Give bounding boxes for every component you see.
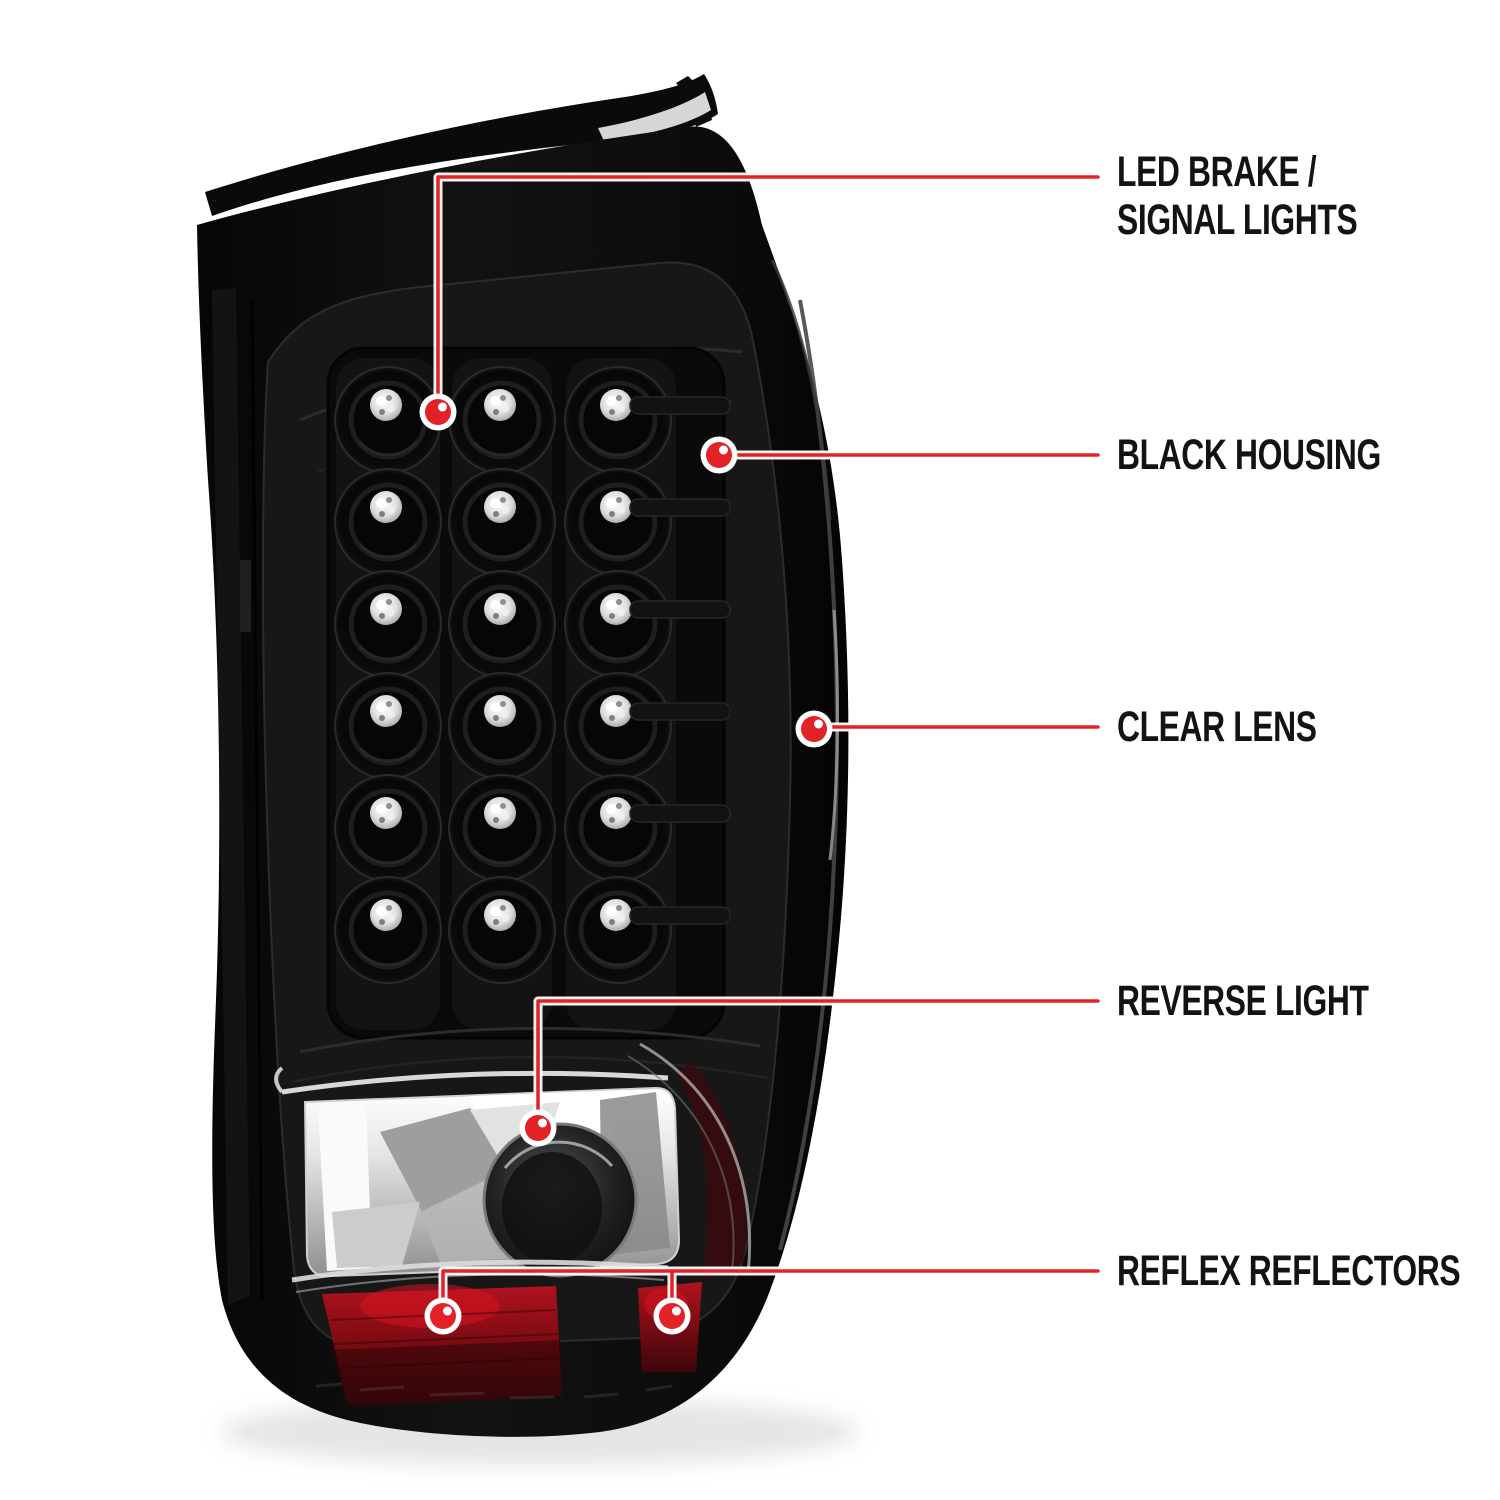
leader-led-brake bbox=[436, 175, 1100, 414]
side-marker-tint bbox=[627, 1042, 752, 1282]
led-grid bbox=[335, 367, 731, 983]
callout-label-reflex-reflectors: REFLEX REFLECTORS bbox=[1117, 1247, 1461, 1295]
callout-dot-reverse-light bbox=[519, 1109, 557, 1147]
led-stems bbox=[629, 396, 731, 925]
leader-reverse-light bbox=[536, 999, 1100, 1130]
led-bulb bbox=[565, 673, 671, 779]
callout-label-line: REVERSE LIGHT bbox=[1117, 977, 1369, 1025]
flange-highlight bbox=[598, 92, 711, 141]
callout-label-reverse-light: REVERSE LIGHT bbox=[1117, 977, 1369, 1025]
callout-label-line: BLACK HOUSING bbox=[1117, 431, 1381, 479]
led-bulb bbox=[449, 367, 555, 473]
bezel-embossed-marks bbox=[315, 1382, 673, 1400]
callout-dot-black-housing bbox=[700, 436, 738, 474]
led-bulb bbox=[335, 571, 441, 677]
callout-label-line: SIGNAL LIGHTS bbox=[1117, 196, 1358, 244]
led-bulb bbox=[335, 673, 441, 779]
callout-dot-led-brake bbox=[419, 393, 457, 431]
led-bulb bbox=[565, 367, 671, 473]
led-bulb bbox=[449, 571, 555, 677]
callout-leaders bbox=[419, 172, 1103, 1335]
callout-dots bbox=[419, 393, 833, 1335]
callout-label-black-housing: BLACK HOUSING bbox=[1117, 431, 1381, 479]
led-bulb bbox=[565, 775, 671, 881]
callout-dot-reflex-left bbox=[424, 1297, 462, 1335]
callout-label-line: CLEAR LENS bbox=[1117, 703, 1317, 751]
led-bulb bbox=[335, 775, 441, 881]
led-bulb bbox=[565, 571, 671, 677]
callout-label-clear-lens: CLEAR LENS bbox=[1117, 703, 1317, 751]
callout-dot-clear-lens bbox=[795, 710, 833, 748]
led-bulb bbox=[565, 469, 671, 575]
callout-label-line: REFLEX REFLECTORS bbox=[1117, 1247, 1461, 1295]
callout-dot-reflex-right bbox=[653, 1297, 691, 1335]
callout-label-led-brake-signal-lights: LED BRAKE / SIGNAL LIGHTS bbox=[1117, 148, 1358, 244]
led-bulb bbox=[449, 469, 555, 575]
led-bulb bbox=[335, 469, 441, 575]
mounting-flange bbox=[205, 74, 718, 216]
led-bulb bbox=[335, 877, 441, 983]
led-bulb bbox=[449, 775, 555, 881]
led-bulb bbox=[449, 673, 555, 779]
led-bulb bbox=[449, 877, 555, 983]
callout-label-line: LED BRAKE / bbox=[1117, 148, 1317, 196]
led-bulb bbox=[565, 877, 671, 983]
reverse-light-assembly bbox=[274, 1066, 681, 1293]
lens-reflections bbox=[291, 1026, 769, 1084]
